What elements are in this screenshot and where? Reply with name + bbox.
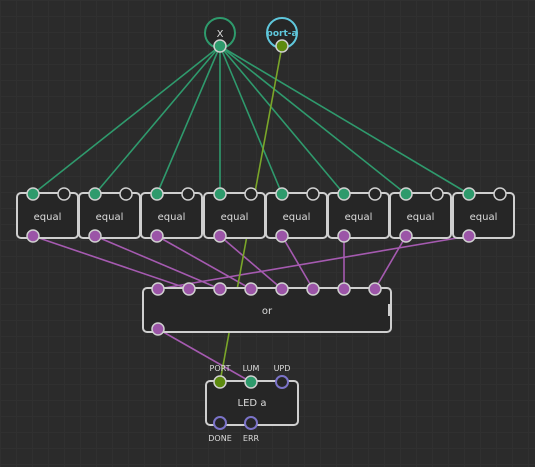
led-port-pin[interactable] — [213, 375, 227, 389]
equal-input-b-pin[interactable] — [430, 187, 444, 201]
number-link[interactable] — [32, 45, 221, 195]
equal-output-pin[interactable] — [150, 229, 164, 243]
equal-node-label: equal — [407, 212, 435, 223]
equal-node-body[interactable] — [452, 192, 515, 239]
equal-node[interactable]: equal — [327, 187, 390, 243]
equal-input-a-pin[interactable] — [213, 187, 227, 201]
equal-node-body[interactable] — [140, 192, 203, 239]
number-link[interactable] — [219, 45, 470, 195]
led-upd-label: UPD — [274, 364, 291, 373]
equal-output-pin[interactable] — [275, 229, 289, 243]
equal-node-label: equal — [34, 212, 62, 223]
or-node-input-pin[interactable] — [213, 282, 227, 296]
boolean-link[interactable] — [156, 235, 252, 290]
boolean-link[interactable] — [219, 235, 283, 290]
or-node-input-pin[interactable] — [275, 282, 289, 296]
equal-input-b-pin[interactable] — [306, 187, 320, 201]
equal-node-label: equal — [470, 212, 498, 223]
or-node-input-pin[interactable] — [244, 282, 258, 296]
equal-input-b-pin[interactable] — [493, 187, 507, 201]
or-node-output-pin[interactable] — [151, 322, 165, 336]
equal-node-label: equal — [158, 212, 186, 223]
or-node-input-pin[interactable] — [151, 282, 165, 296]
equal-input-a-pin[interactable] — [150, 187, 164, 201]
equal-node[interactable]: equal — [265, 187, 328, 243]
x-node[interactable]: X — [204, 17, 236, 53]
equal-output-pin[interactable] — [337, 229, 351, 243]
equal-output-pin[interactable] — [399, 229, 413, 243]
equal-input-a-pin[interactable] — [275, 187, 289, 201]
led-upd-pin[interactable] — [275, 375, 289, 389]
or-node-input-pin[interactable] — [368, 282, 382, 296]
number-link[interactable] — [219, 45, 283, 195]
x-node-output-pin[interactable] — [213, 39, 227, 53]
port-a-node-label: port-a — [266, 29, 297, 39]
equal-input-a-pin[interactable] — [462, 187, 476, 201]
or-node-inputs — [151, 282, 382, 296]
equal-node-label: equal — [283, 212, 311, 223]
equal-input-a-pin[interactable] — [26, 187, 40, 201]
boolean-link[interactable] — [32, 235, 190, 290]
led-done-pin[interactable] — [213, 416, 227, 430]
led-err-label: ERR — [243, 434, 260, 443]
equal-node-label: equal — [221, 212, 249, 223]
equal-output-pin[interactable] — [462, 229, 476, 243]
equal-input-b-pin[interactable] — [244, 187, 258, 201]
led-lum-label: LUM — [243, 364, 260, 373]
equal-output-pin[interactable] — [26, 229, 40, 243]
led-err-pin[interactable] — [244, 416, 258, 430]
equal-node[interactable]: equal — [389, 187, 452, 243]
boolean-link[interactable] — [374, 235, 407, 290]
equal-node-label: equal — [96, 212, 124, 223]
or-node-resize-handle[interactable] — [388, 304, 392, 316]
equal-node[interactable]: equal — [140, 187, 203, 243]
equal-input-b-pin[interactable] — [57, 187, 71, 201]
x-node-label: X — [217, 29, 224, 40]
led-lum-pin[interactable] — [244, 375, 258, 389]
equal-input-a-pin[interactable] — [399, 187, 413, 201]
equal-node[interactable]: equal — [452, 187, 515, 243]
equal-node[interactable]: equal — [16, 187, 79, 243]
number-link[interactable] — [156, 45, 221, 195]
or-node-input-pin[interactable] — [337, 282, 351, 296]
or-node[interactable]: or — [142, 282, 392, 336]
equal-input-b-pin[interactable] — [368, 187, 382, 201]
or-node-input-pin[interactable] — [306, 282, 320, 296]
equal-nodes: equal equal equal equal equal equal equal equal — [16, 187, 515, 243]
equal-output-pin[interactable] — [213, 229, 227, 243]
led-node-label: LED a — [238, 398, 267, 409]
boolean-link[interactable] — [94, 235, 221, 290]
led-done-label: DONE — [208, 434, 232, 443]
equal-node[interactable]: equal — [78, 187, 141, 243]
number-link[interactable] — [219, 45, 407, 195]
led-port-label: PORT — [210, 364, 231, 373]
boolean-link[interactable] — [157, 328, 252, 383]
equal-input-a-pin[interactable] — [88, 187, 102, 201]
equal-node-label: equal — [345, 212, 373, 223]
equal-input-b-pin[interactable] — [119, 187, 133, 201]
boolean-link[interactable] — [281, 235, 314, 290]
or-node-input-pin[interactable] — [182, 282, 196, 296]
port-a-output-pin[interactable] — [275, 39, 289, 53]
equal-node[interactable]: equal — [203, 187, 266, 243]
equal-node-body[interactable] — [389, 192, 452, 239]
number-link[interactable] — [219, 45, 345, 195]
equal-output-pin[interactable] — [88, 229, 102, 243]
led-node[interactable]: LED a PORT LUM UPD DONE ERR — [205, 364, 299, 443]
boolean-link[interactable] — [157, 235, 470, 290]
equal-input-b-pin[interactable] — [181, 187, 195, 201]
port-a-node[interactable]: port-a — [266, 17, 298, 53]
number-link[interactable] — [94, 45, 221, 195]
or-node-label: or — [262, 306, 273, 317]
equal-input-a-pin[interactable] — [337, 187, 351, 201]
